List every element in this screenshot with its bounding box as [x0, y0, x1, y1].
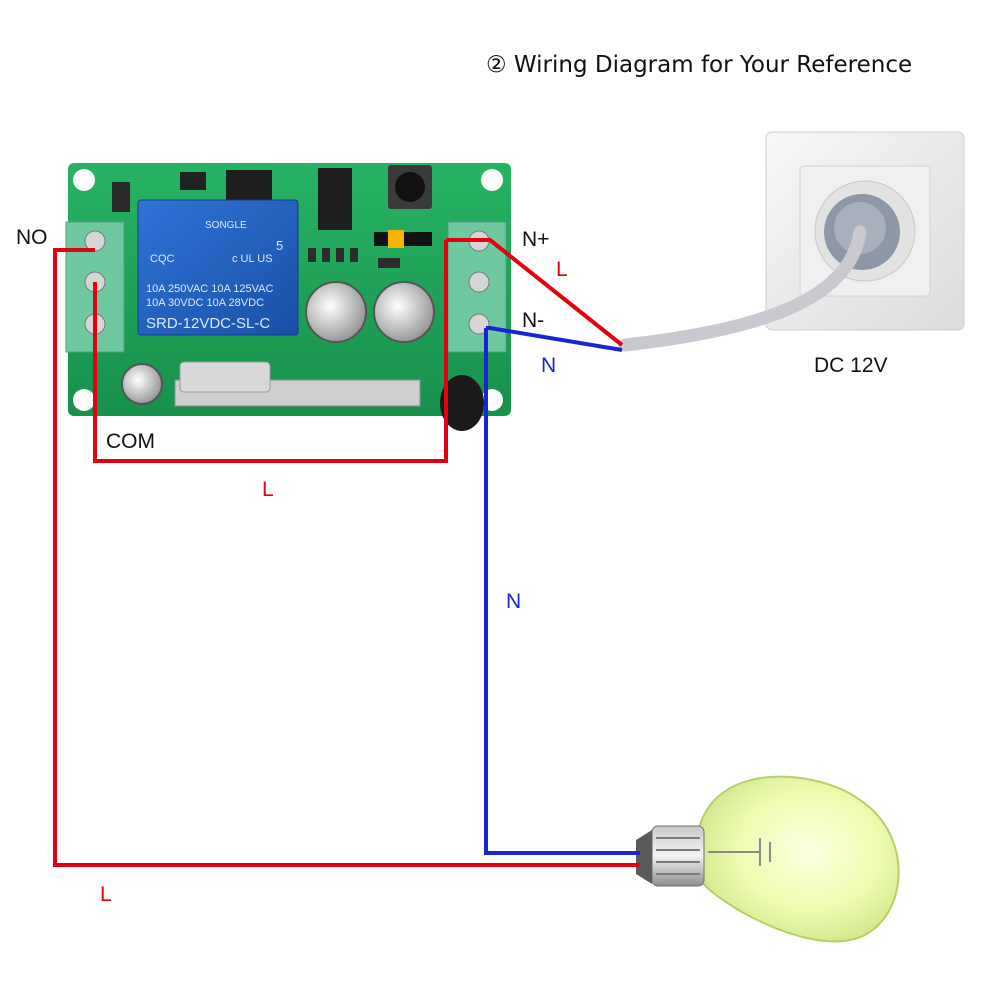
- light-bulb-icon: [636, 775, 900, 943]
- ic-chip: [226, 170, 272, 204]
- wall-socket-icon: [618, 131, 965, 352]
- relay-model: SRD-12VDC-SL-C: [146, 315, 270, 332]
- push-button-cap: [395, 172, 425, 202]
- wire-label-l-bottom: L: [100, 883, 112, 906]
- wire-live-load: [53, 248, 640, 867]
- rf-receiver: [174, 379, 421, 407]
- terminal-label-com: COM: [106, 430, 155, 453]
- diode: [112, 182, 130, 212]
- rf-crystal: [179, 361, 271, 393]
- terminal-label-n-plus: N+: [522, 228, 549, 251]
- wire-label-l-loop: L: [262, 478, 274, 501]
- ic-chip: [180, 172, 206, 190]
- relay: SONGLE CQC c UL US 5 10A 250VAC 10A 125V…: [137, 199, 299, 336]
- jumper-cap: [388, 230, 404, 248]
- wire-neutral-load: [484, 328, 640, 855]
- ic-chip: [318, 168, 352, 230]
- mounting-hole: [73, 169, 95, 191]
- relay-cert-cqc: CQC: [150, 253, 175, 265]
- wire-label-n-vertical: N: [506, 590, 521, 613]
- mounting-hole: [73, 389, 95, 411]
- capacitor: [305, 281, 367, 343]
- power-label: DC 12V: [814, 354, 888, 377]
- antenna-coil: [440, 375, 484, 431]
- diagram-title: ② Wiring Diagram for Your Reference: [486, 52, 912, 78]
- wire-label-l-top: L: [556, 258, 568, 281]
- terminal-label-no: NO: [16, 226, 48, 249]
- capacitor: [121, 363, 163, 405]
- wire-live-supply: [446, 238, 624, 347]
- terminal-screw: [468, 271, 490, 293]
- capacitor: [373, 281, 435, 343]
- relay-module: SONGLE CQC c UL US 5 10A 250VAC 10A 125V…: [65, 163, 511, 431]
- wiring: [53, 238, 640, 867]
- wire-label-n-top: N: [541, 354, 556, 377]
- relay-rating-2: 10A 30VDC 10A 28VDC: [146, 297, 264, 309]
- wire-live-com-loop: [93, 240, 448, 463]
- terminal-label-n-minus: N-: [522, 309, 544, 332]
- relay-brand: SONGLE: [205, 220, 247, 231]
- smd-components: [308, 248, 400, 268]
- relay-cert-ul: c UL US: [232, 253, 273, 265]
- relay-pin-count: 5: [276, 238, 283, 253]
- mounting-hole: [481, 169, 503, 191]
- relay-rating-1: 10A 250VAC 10A 125VAC: [146, 283, 273, 295]
